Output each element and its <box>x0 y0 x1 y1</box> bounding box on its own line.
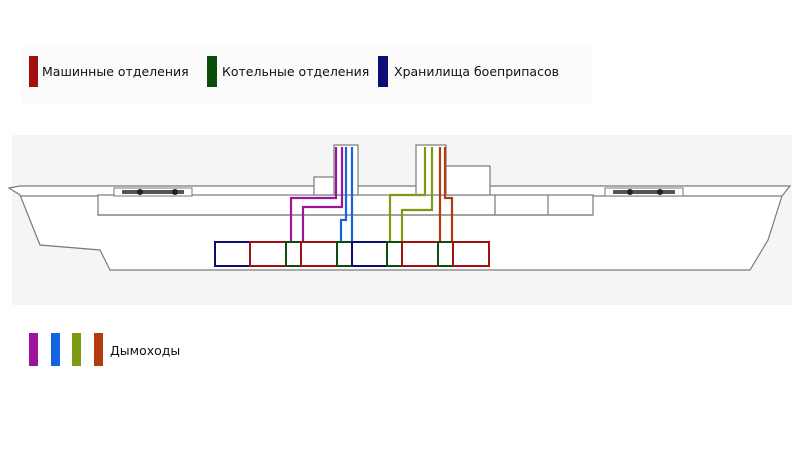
compartment-boiler <box>336 241 353 267</box>
funnel-legend-label: Дымоходы <box>110 343 180 358</box>
legend-panel <box>22 45 592 105</box>
elevator-aft <box>604 187 684 197</box>
legend-swatch-boiler <box>207 56 217 87</box>
legend-item-ammo: Хранилища боеприпасов <box>378 56 559 87</box>
funnel-swatch-olive <box>72 333 81 366</box>
funnel-orange-2 <box>443 147 454 242</box>
compartment-ammo <box>214 241 251 267</box>
compartment-engine <box>249 241 287 267</box>
legend: Машинные отделения Котельные отделения Х… <box>29 56 559 87</box>
legend-label-engine: Машинные отделения <box>42 64 189 79</box>
funnel-olive-2 <box>400 147 434 242</box>
legend-swatch-ammo <box>378 56 388 87</box>
compartments-row <box>214 241 490 267</box>
compartment-boiler <box>386 241 403 267</box>
compartment-engine <box>300 241 338 267</box>
funnel-olive <box>388 147 427 242</box>
funnel-legend: Дымоходы <box>29 333 180 366</box>
ship <box>7 144 792 271</box>
compartment-boiler <box>285 241 302 267</box>
legend-label-boiler: Котельные отделения <box>222 64 369 79</box>
legend-swatch-engine <box>29 56 38 87</box>
legend-item-boiler: Котельные отделения <box>207 56 369 87</box>
compartment-boiler <box>437 241 454 267</box>
funnel-swatch-blue <box>51 333 60 366</box>
funnel-blue <box>339 147 348 242</box>
funnel-swatch-orange <box>94 333 103 366</box>
compartment-engine <box>401 241 439 267</box>
aft-tower-base <box>439 165 491 196</box>
funnel-swatch-magenta <box>29 333 38 366</box>
compartment-engine <box>452 241 490 267</box>
legend-item-engine: Машинные отделения <box>29 56 189 87</box>
legend-label-ammo: Хранилища боеприпасов <box>394 64 559 79</box>
compartment-ammo <box>351 241 388 267</box>
funnels <box>289 147 454 242</box>
elevator-forward <box>113 187 193 197</box>
funnel-magenta-2 <box>301 147 344 242</box>
funnel-magenta <box>289 147 338 242</box>
